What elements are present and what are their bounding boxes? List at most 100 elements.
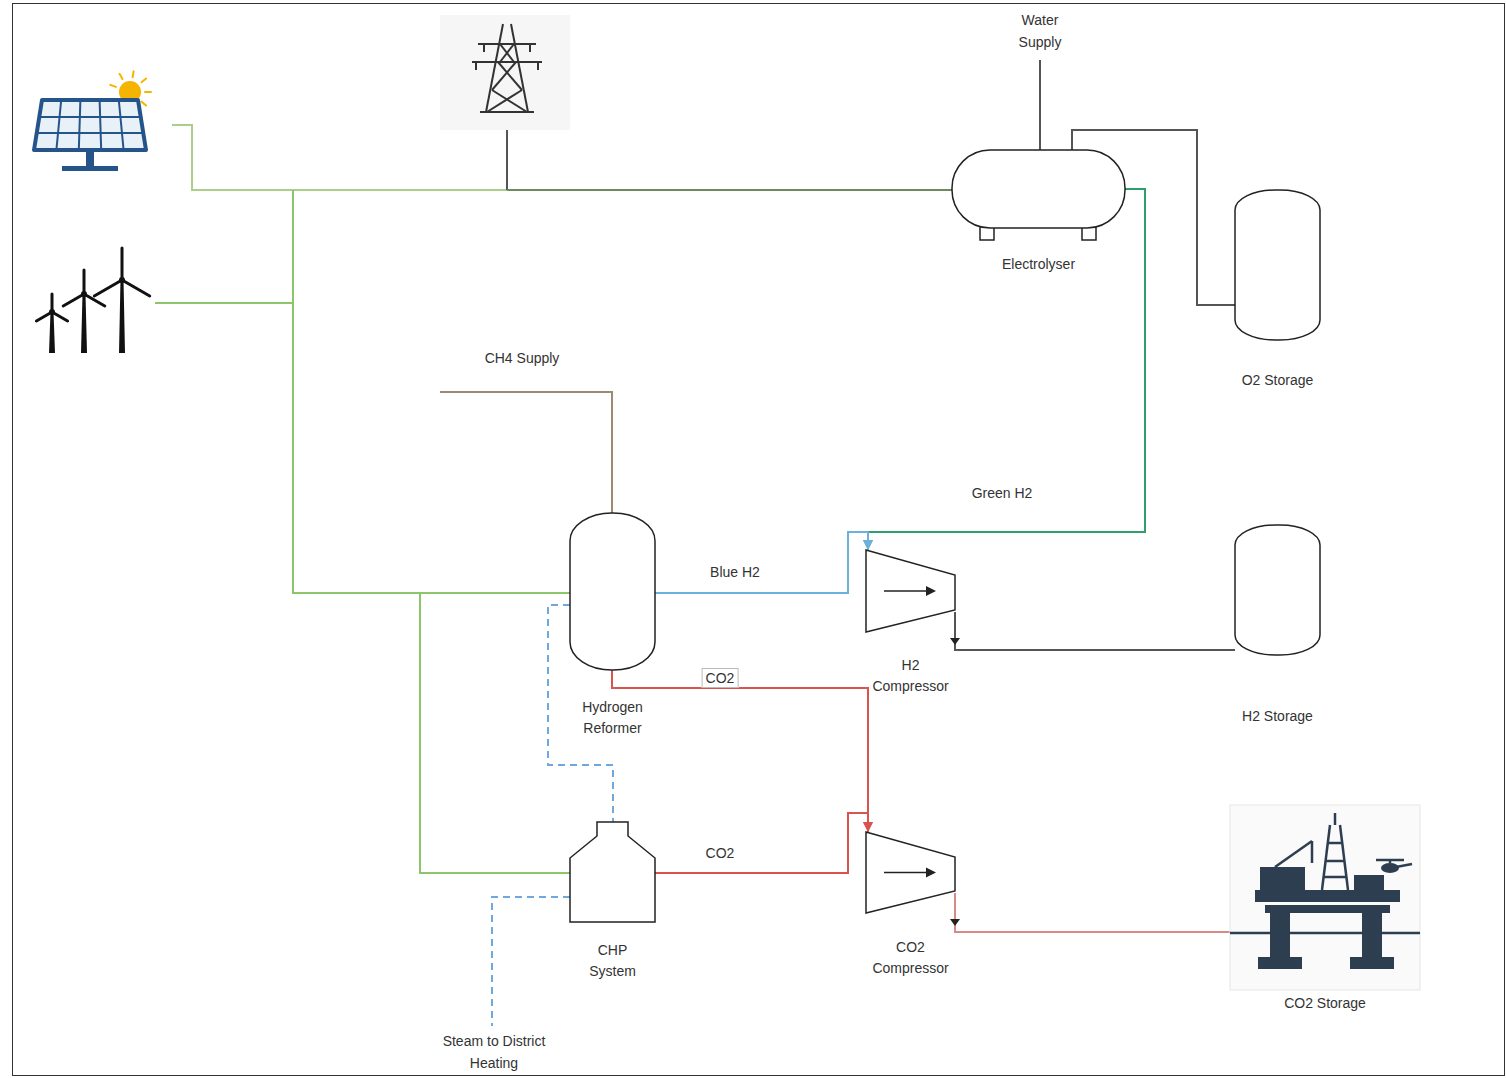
offshore-platform-icon bbox=[1328, 842, 1342, 845]
flow-connector bbox=[655, 532, 868, 593]
unit-outline bbox=[570, 822, 655, 922]
offshore-platform-icon bbox=[1362, 913, 1382, 963]
outlet-arrow bbox=[950, 919, 960, 926]
grid-tower-icon bbox=[440, 15, 570, 130]
grid-tower-icon bbox=[537, 62, 539, 70]
solar-panel-icon bbox=[56, 100, 61, 150]
grid-tower-icon bbox=[492, 90, 527, 112]
supply-pipe bbox=[440, 60, 1040, 1026]
supply-pipe bbox=[492, 897, 570, 1026]
solar-panel-icon bbox=[133, 71, 134, 77]
compressor-symbol bbox=[866, 550, 955, 632]
unit-outline bbox=[1230, 805, 1420, 990]
process-unit: H2 Storage bbox=[1235, 525, 1320, 655]
wind-turbine-icon bbox=[122, 280, 150, 296]
stream-label: Green H2 bbox=[969, 484, 1036, 502]
power-wire bbox=[172, 125, 507, 190]
page-border bbox=[13, 4, 1505, 1076]
stream-label: Steam to District Heating bbox=[424, 1030, 564, 1074]
power-wire bbox=[506, 130, 508, 190]
grid-tower-icon bbox=[472, 61, 542, 63]
solar-panel-icon bbox=[34, 100, 146, 150]
offshore-platform-icon bbox=[1322, 825, 1330, 890]
unit-label: H2 Storage bbox=[1242, 706, 1313, 727]
solar-panel-icon bbox=[145, 91, 151, 93]
offshore-platform-icon bbox=[1324, 876, 1346, 879]
flow-connector bbox=[955, 612, 1235, 650]
unit-outline bbox=[1235, 525, 1320, 655]
grid-tower-icon bbox=[498, 62, 522, 90]
offshore-platform-icon bbox=[1230, 932, 1420, 935]
unit-outline bbox=[866, 550, 955, 632]
process-unit: CO2 Storage bbox=[1230, 805, 1420, 990]
offshore-platform-icon bbox=[1258, 957, 1302, 969]
flow-arrow bbox=[884, 590, 926, 592]
process-unit: CHP System bbox=[570, 822, 655, 922]
grid-tower-icon bbox=[478, 43, 536, 45]
flow-arrow bbox=[926, 586, 936, 596]
grid-tower-icon bbox=[511, 24, 528, 112]
stream-label: CH4 Supply bbox=[485, 347, 560, 369]
offshore-platform-icon bbox=[1230, 805, 1420, 990]
wind-turbine-icon bbox=[81, 294, 87, 353]
solar-panel-icon bbox=[119, 100, 124, 150]
grid-tower-icon bbox=[486, 24, 503, 112]
grid-tower-icon bbox=[483, 44, 485, 52]
unit-label: H2 Compressor bbox=[865, 655, 957, 697]
offshore-platform-icon bbox=[1381, 863, 1399, 873]
offshore-platform-icon bbox=[1270, 913, 1290, 963]
stream-label: Blue H2 bbox=[707, 563, 763, 581]
unit-label: Hydrogen Reformer bbox=[568, 697, 658, 739]
solar-panel-icon bbox=[79, 100, 81, 150]
solar-panel-icon bbox=[62, 166, 118, 171]
grid-tower-icon bbox=[492, 62, 516, 90]
offshore-platform-icon bbox=[1265, 905, 1390, 913]
grid-tower-icon bbox=[480, 111, 534, 113]
offshore-platform-icon bbox=[1255, 890, 1400, 902]
solar-panel-icon bbox=[34, 71, 151, 171]
flow-connector bbox=[868, 189, 1145, 550]
power-wire bbox=[507, 189, 952, 191]
unit-outline bbox=[866, 832, 955, 913]
unit-outline bbox=[952, 150, 1125, 228]
process-unit: Electrolyser bbox=[952, 150, 1125, 228]
supply-pipe bbox=[1039, 60, 1041, 150]
offshore-platform-icon bbox=[1275, 841, 1312, 867]
process-unit: CO2 Compressor bbox=[866, 832, 955, 913]
solar-panel-icon bbox=[141, 79, 146, 83]
solar-panel-icon bbox=[37, 100, 144, 150]
storage-tank bbox=[1235, 525, 1320, 655]
unit-label: O2 Storage bbox=[1242, 370, 1314, 391]
grid-tower-icon bbox=[500, 44, 514, 62]
offshore-platform-icon bbox=[1350, 957, 1394, 969]
grid-tower-icon bbox=[500, 44, 514, 62]
solar-panel-icon bbox=[86, 152, 94, 166]
flow-arrow bbox=[884, 872, 926, 874]
stream-label: CO2 bbox=[702, 668, 739, 688]
offshore-platform-icon bbox=[1230, 813, 1420, 933]
offshore-platform-icon bbox=[1311, 841, 1314, 863]
flow-arrow bbox=[926, 868, 936, 878]
unit-label: CHP System bbox=[577, 940, 649, 982]
offshore-platform-icon bbox=[1260, 867, 1305, 890]
flow-connector bbox=[655, 813, 868, 873]
unit-outline bbox=[1235, 190, 1320, 340]
unit-label: CO2 Compressor bbox=[861, 937, 961, 979]
reformer-vessel bbox=[570, 513, 655, 670]
solar-panel-icon bbox=[37, 132, 144, 134]
electrolyser-vessel bbox=[952, 150, 1125, 228]
grid-tower-icon bbox=[487, 90, 522, 112]
wind-turbine-icon bbox=[94, 280, 122, 296]
wind-turbine-icon bbox=[49, 309, 55, 315]
wind-turbine-icon bbox=[63, 294, 84, 306]
solar-panel-icon bbox=[120, 74, 123, 79]
offshore-platform-icon bbox=[1326, 860, 1345, 863]
unit-label: Electrolyser bbox=[1002, 254, 1075, 275]
offshore-platform-icon bbox=[1389, 860, 1392, 863]
chp-unit bbox=[570, 822, 655, 922]
power-wire bbox=[155, 302, 293, 304]
process-unit: H2 Compressor bbox=[866, 550, 955, 632]
flow-connector bbox=[955, 893, 1230, 932]
offshore-platform-icon bbox=[1334, 813, 1337, 825]
wind-turbine-icon bbox=[83, 270, 86, 294]
